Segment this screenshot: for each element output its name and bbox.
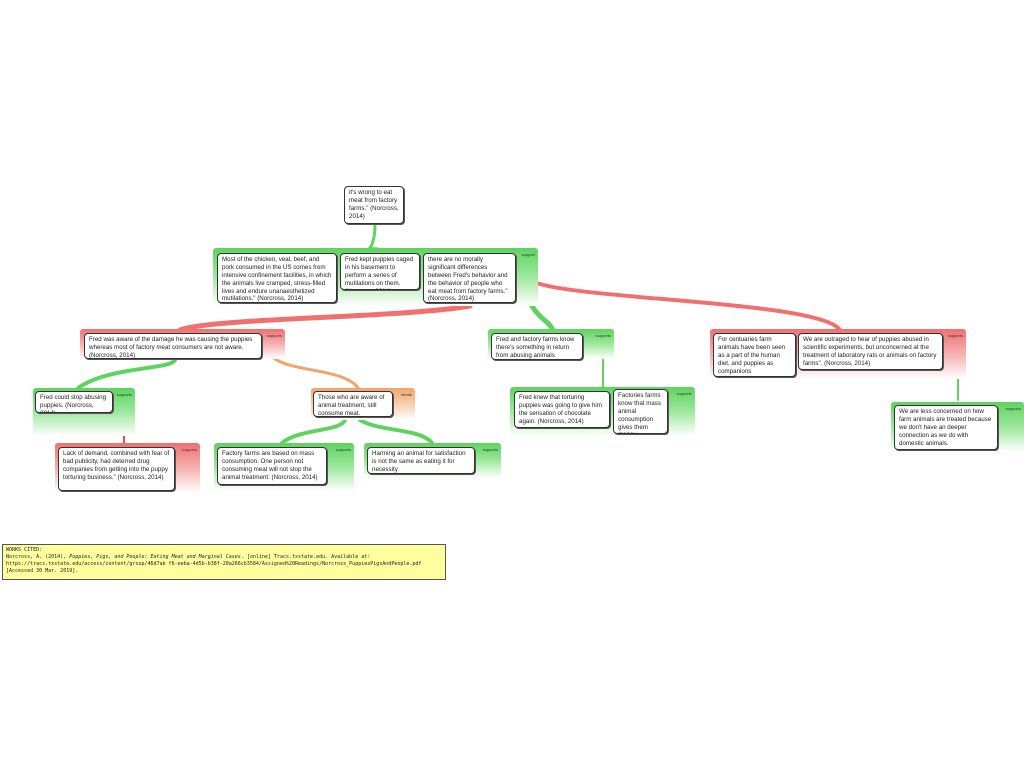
link-support-r2 (358, 418, 434, 445)
works-cited-heading: WORKS CITED: (6, 547, 43, 553)
objection-demand[interactable]: Lack of demand, combined with fear of ba… (58, 447, 175, 491)
relation-label: rebuts (400, 392, 412, 397)
relation-label: supports (116, 392, 132, 397)
relation-label: supports (266, 333, 282, 338)
support-mass-consumption[interactable]: Factory farms are based on mass consumpt… (217, 447, 327, 485)
main-claim[interactable]: it's wrong to eat meat from factory farm… (344, 186, 404, 224)
relation-label: supports (1005, 406, 1021, 411)
works-cited-accessed: [Accessed 30 Mar. 2019]. (6, 568, 79, 574)
support-necessity[interactable]: Harming an animal for satisfaction is no… (367, 447, 475, 474)
relation-label: supports (676, 391, 692, 396)
support-fred-stop[interactable]: Fred could stop abusing puppies. (Norcro… (35, 391, 113, 413)
rebuttal-aware-consumers[interactable]: Those who are aware of animal treatment,… (313, 391, 393, 417)
support-money[interactable]: Factories farms know that mass animal co… (613, 389, 668, 434)
support-connection[interactable]: We are less concerned on how farm animal… (894, 405, 998, 450)
support-chocolate[interactable]: Fred knew that torturing puppies was goi… (514, 391, 610, 428)
link-rebuttal-a (270, 354, 360, 390)
relation-label: supports (595, 333, 611, 338)
link-main-support (366, 222, 377, 252)
relation-label: supports (482, 447, 498, 452)
link-objection-c (528, 278, 842, 332)
support-return[interactable]: Fred and factory farms know there's some… (491, 333, 583, 360)
objection-outraged[interactable]: We are outraged to hear of puppies abuse… (798, 333, 943, 370)
reason-confinement[interactable]: Most of the chicken, veal, beef, and por… (217, 253, 337, 303)
works-cited-url[interactable]: https://tracs.txstate.edu/access/content… (6, 561, 422, 567)
relation-label: supports (947, 333, 963, 338)
link-objection-a (177, 303, 473, 333)
reason-no-difference[interactable]: there are no morally significant differe… (423, 253, 516, 303)
objection-awareness[interactable]: Fred was aware of the damage he was caus… (84, 333, 262, 359)
reason-fred-puppies[interactable]: Fred kept puppies caged in his basement … (340, 253, 420, 290)
works-cited-line1: Norcross, A. (2014), Puppies, Pigs, and … (6, 554, 371, 560)
link-support-r1 (280, 418, 347, 445)
link-support-a1 (76, 358, 177, 390)
relation-label: support (521, 252, 535, 257)
relation-label: supports (335, 447, 351, 452)
objection-companions[interactable]: For centuaries farm animals have been se… (713, 333, 796, 377)
works-cited-note[interactable]: WORKS CITED: Norcross, A. (2014), Puppie… (2, 544, 446, 580)
relation-label: supports (181, 447, 197, 452)
